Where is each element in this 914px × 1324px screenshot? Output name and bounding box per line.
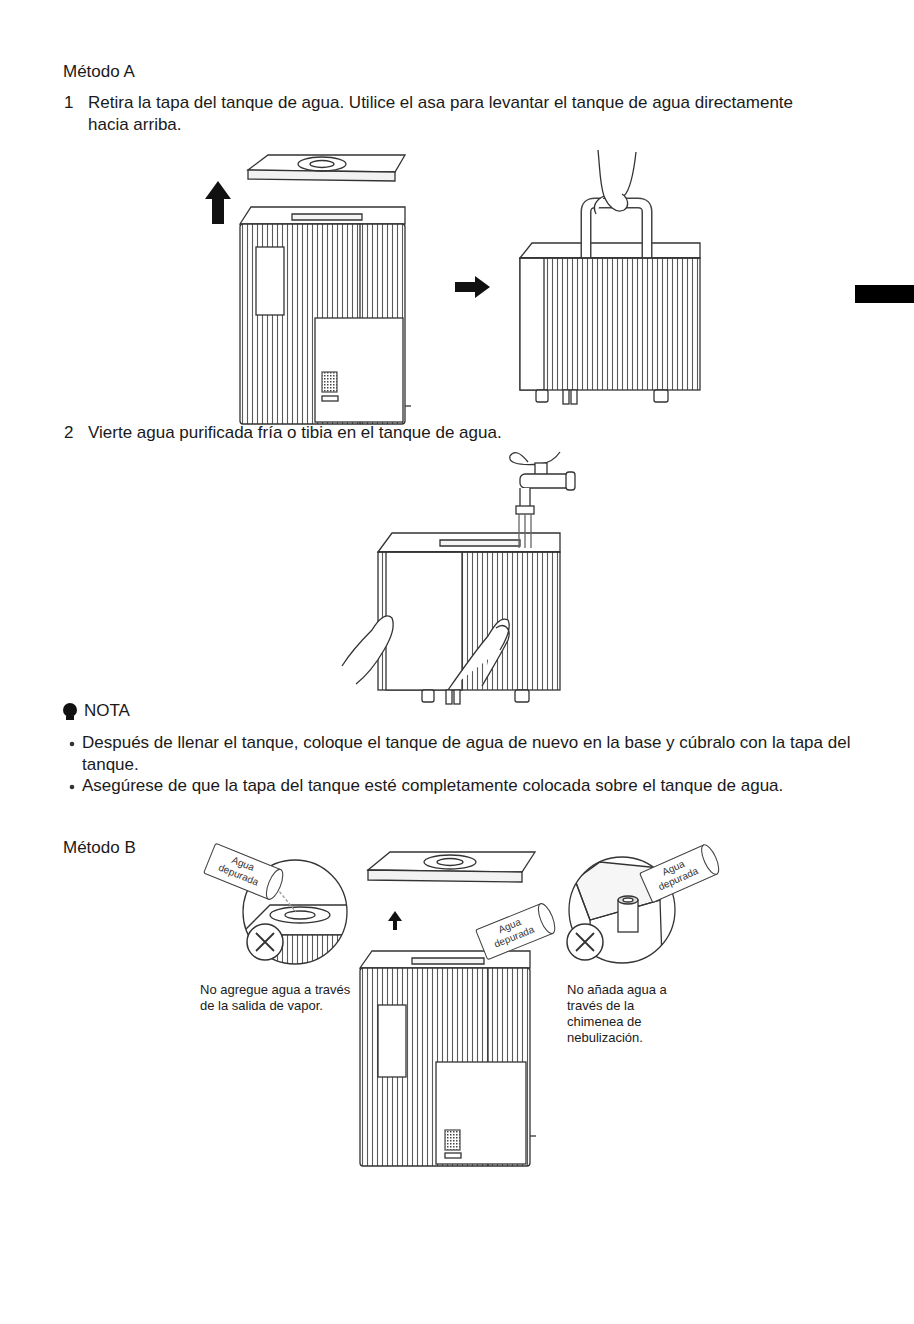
- section-heading: Método A: [63, 61, 263, 83]
- note-item: Después de llenar el tanque, coloque el …: [82, 732, 866, 776]
- note-icon: [63, 703, 77, 720]
- bullet: [70, 785, 75, 790]
- water-pipe-callout: Agua depurada: [200, 841, 289, 903]
- note-heading: NOTA: [84, 700, 204, 722]
- step-number: 2: [64, 422, 84, 444]
- note-item: Asegúrese de que la tapa del tanque esté…: [82, 775, 866, 797]
- step-text: Retira la tapa del tanque de agua. Utili…: [88, 92, 808, 136]
- water-pipe-callout: Agua depurada: [636, 841, 725, 905]
- step-number: 1: [64, 92, 84, 114]
- warning-caption: No añada agua a través de la chimenea de…: [567, 982, 679, 1046]
- filling-illustration: [342, 452, 575, 704]
- lid-removal-illustration: [205, 150, 700, 424]
- warning-caption: No agregue agua a través de la salida de…: [200, 982, 352, 1014]
- bullet: [70, 742, 75, 747]
- section-tab: [855, 285, 914, 303]
- step-text: Vierte agua purificada fría o tibia en e…: [88, 422, 808, 444]
